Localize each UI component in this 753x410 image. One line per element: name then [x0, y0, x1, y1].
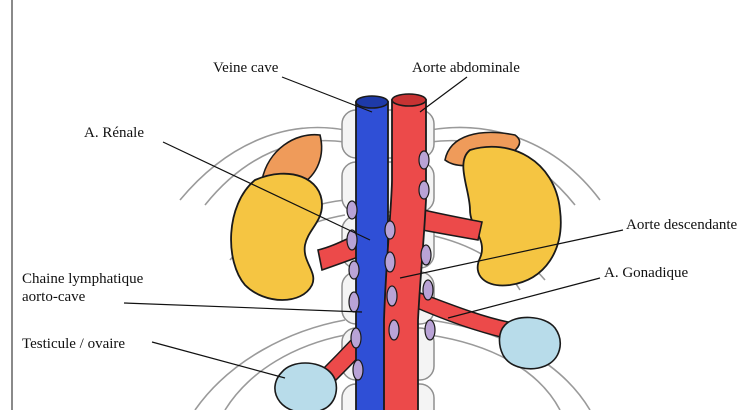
label-aorte-abdominale: Aorte abdominale: [412, 59, 520, 77]
label-chaine-lymphatique: Chaine lymphatique: [22, 270, 143, 288]
label-veine-cave: Veine cave: [213, 59, 278, 77]
left-kidney: [231, 174, 322, 300]
left-gonad: [275, 363, 336, 410]
vena-cava-top: [356, 96, 388, 108]
label-a-renale: A. Rénale: [84, 124, 144, 142]
label-aorto-cave: aorto-cave: [22, 288, 85, 306]
label-a-gonadique: A. Gonadique: [604, 264, 688, 282]
label-testicule-ovaire: Testicule / ovaire: [22, 335, 125, 353]
right-gonad: [499, 317, 560, 368]
right-kidney: [463, 147, 560, 286]
label-aorte-descendante: Aorte descendante: [626, 216, 737, 234]
aorta-top: [392, 94, 426, 106]
